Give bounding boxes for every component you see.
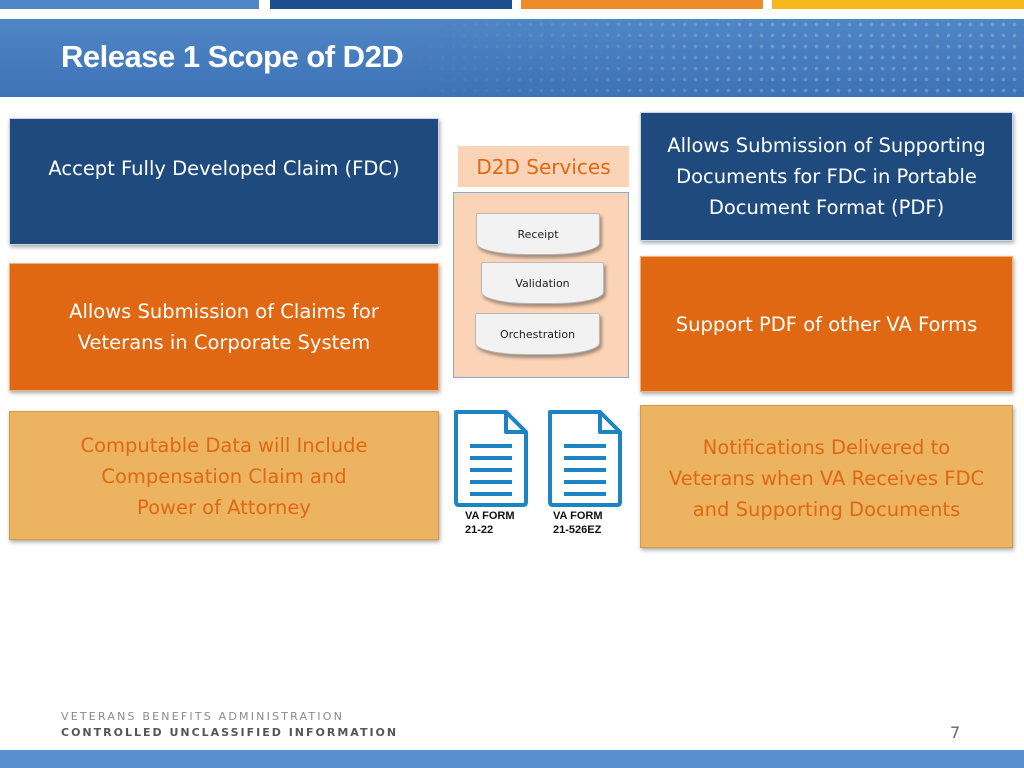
title-banner	[0, 19, 1024, 97]
computable-data-line-3: Power of Attorney	[137, 496, 311, 519]
top-bar-segment-4	[772, 0, 1024, 9]
notifications-line-3: and Supporting Documents	[692, 498, 961, 521]
slide-title: Release 1 Scope of D2D	[61, 39, 404, 74]
document-icon	[548, 410, 622, 507]
footer-organization: VETERANS BENEFITS ADMINISTRATION	[61, 710, 345, 723]
form-label-21-22: VA FORM 21-22	[465, 510, 515, 536]
supporting-docs-line-1: Allows Submission of Supporting	[667, 134, 986, 157]
banner-dot-pattern	[404, 19, 1024, 97]
notifications-box: Notifications Delivered to Veterans when…	[640, 405, 1013, 548]
supporting-docs-line-3: Document Format (PDF)	[708, 196, 945, 219]
supporting-docs-box: Allows Submission of Supporting Document…	[640, 112, 1013, 241]
top-bar-segment-3	[521, 0, 763, 9]
footer-classification: CONTROLLED UNCLASSIFIED INFORMATION	[61, 726, 399, 739]
top-bar-segment-1	[0, 0, 259, 9]
document-icon	[454, 410, 528, 507]
computable-data-box: Computable Data will Include Compensatio…	[9, 411, 439, 540]
bottom-bar	[0, 750, 1024, 768]
supporting-docs-line-2: Documents for FDC in Portable	[676, 165, 977, 188]
claims-corporate-line-2: Veterans in Corporate System	[77, 331, 371, 354]
claims-corporate-line-1: Allows Submission of Claims for	[69, 300, 379, 323]
computable-data-line-1: Computable Data will Include	[80, 434, 368, 457]
service-receipt: Receipt	[476, 213, 600, 255]
accept-fdc-text: Accept Fully Developed Claim (FDC)	[48, 157, 400, 180]
service-validation: Validation	[481, 262, 604, 304]
top-bar-segment-2	[270, 0, 512, 9]
notifications-line-1: Notifications Delivered to	[702, 436, 951, 459]
form-label-21-526ez: VA FORM 21-526EZ	[553, 510, 603, 536]
service-orchestration: Orchestration	[475, 313, 600, 355]
notifications-line-2: Veterans when VA Receives FDC	[668, 467, 985, 490]
pdf-forms-box: Support PDF of other VA Forms	[640, 256, 1013, 392]
accept-fdc-box: Accept Fully Developed Claim (FDC)	[9, 118, 439, 245]
computable-data-line-2: Compensation Claim and	[101, 465, 347, 488]
page-number: 7	[950, 723, 961, 742]
d2d-services-label: D2D Services	[458, 146, 629, 187]
pdf-forms-text: Support PDF of other VA Forms	[675, 312, 978, 336]
claims-corporate-box: Allows Submission of Claims for Veterans…	[9, 263, 439, 391]
